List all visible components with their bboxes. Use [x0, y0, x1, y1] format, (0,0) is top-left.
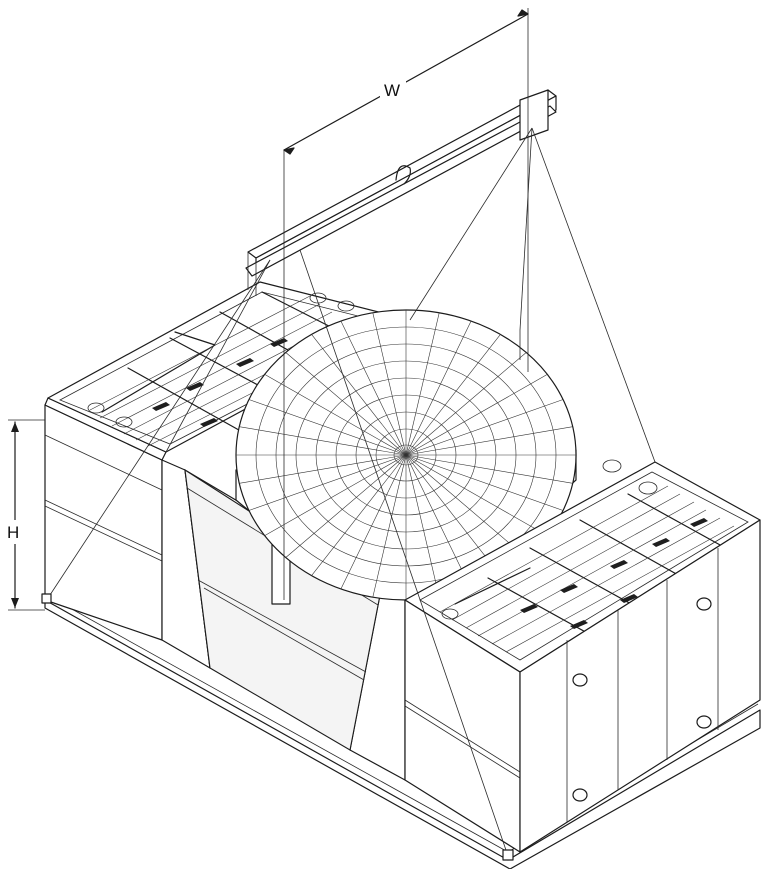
- lifting-spreader-beam: [245, 89, 557, 296]
- fan-guard-spoke: [405, 399, 564, 456]
- left-end-cabinet: [44, 397, 167, 641]
- width-dimension: W: [283, 8, 529, 600]
- fan-guard-spoke: [405, 454, 472, 590]
- fan-guard-spoke: [340, 454, 407, 590]
- fan-guard-spoke: [248, 454, 407, 511]
- fan-guard-spoke: [405, 352, 527, 456]
- fan-guard-spoke: [405, 320, 472, 456]
- fan-guard-spoke: [239, 426, 407, 456]
- fan-guard-spoke: [405, 454, 440, 598]
- fan-guard-spoke: [264, 374, 407, 456]
- fan-guard-spoke: [405, 454, 573, 484]
- fan-guard-spoke: [239, 454, 407, 484]
- fan-guard-spoke: [340, 320, 407, 456]
- fan-guard-spoke: [372, 454, 407, 598]
- fan-guard-spoke: [405, 374, 548, 456]
- fan-guard-spoke: [311, 454, 407, 576]
- fan-guard-spoke: [405, 426, 573, 456]
- fan-guard-spoke: [405, 454, 527, 558]
- fan-guard: [235, 309, 577, 601]
- fan-guard-spoke: [405, 454, 564, 511]
- fan-guard-spoke: [405, 454, 548, 536]
- fan-guard-spoke: [311, 334, 407, 456]
- height-dimension-label: H: [7, 523, 19, 542]
- fan-guard-spoke: [285, 352, 407, 456]
- fan-guard-spoke: [372, 312, 407, 456]
- fan-guard-spoke: [405, 312, 440, 456]
- width-dimension-label: W: [384, 81, 400, 100]
- right-end-cabinet: [404, 519, 761, 853]
- fan-guard-spoke: [264, 454, 407, 536]
- fan-guard-spoke: [285, 454, 407, 558]
- fan-guard-spoke: [405, 334, 501, 456]
- lifting-lug-icon: [41, 593, 514, 861]
- fan-guard-spoke: [248, 399, 407, 456]
- lifting-eye-icon: [395, 165, 411, 185]
- pipe-connection-icon: [572, 597, 712, 802]
- lifting-cables: [47, 127, 656, 857]
- height-dimension: H: [4, 419, 45, 611]
